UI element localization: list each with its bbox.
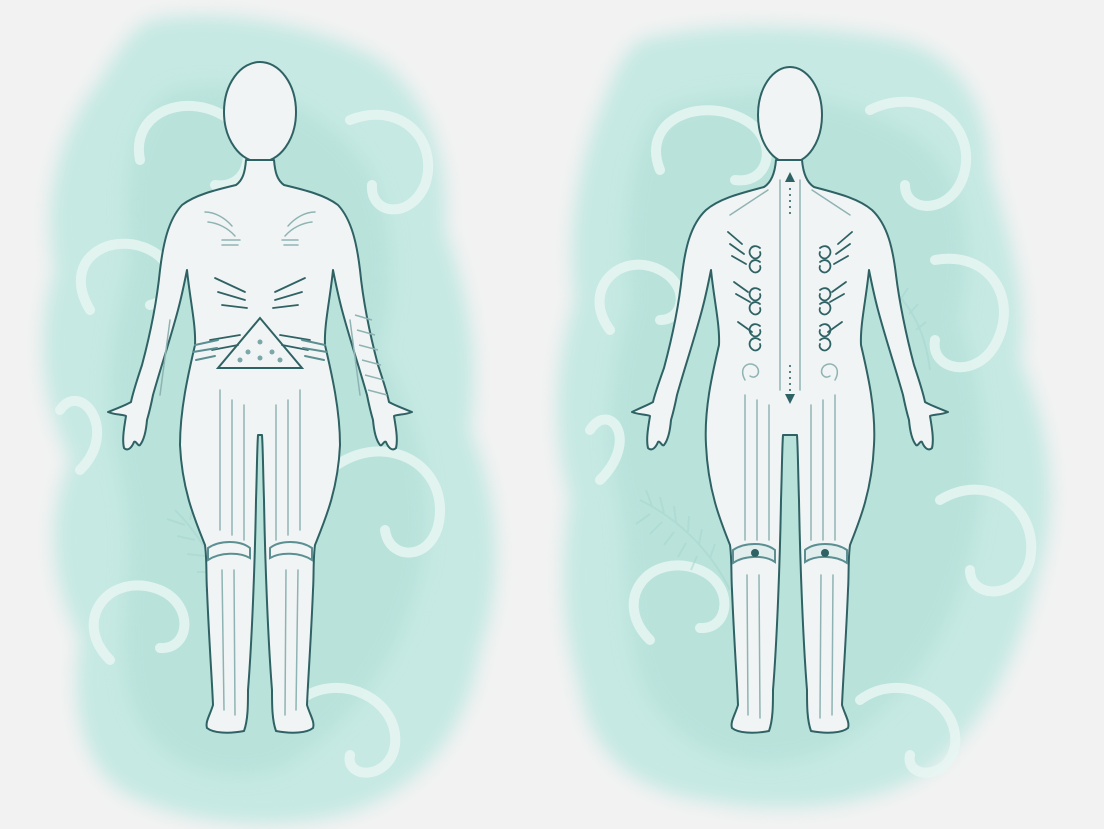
back-head [758,67,822,163]
front-head [224,62,296,162]
